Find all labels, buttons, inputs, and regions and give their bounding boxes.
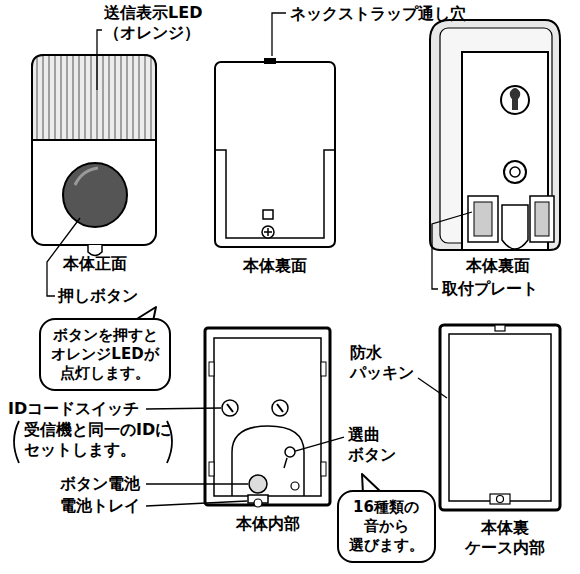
front-view: [32, 55, 156, 256]
drawing-part: [209, 462, 214, 476]
drawing-part: [75, 168, 98, 185]
callout-bubble: 16種類の 音から 選びます。: [337, 490, 436, 563]
drawing-part: [146, 501, 247, 506]
drawing-part: [530, 196, 554, 242]
plate-view: [430, 20, 560, 250]
drawing-part: [502, 205, 528, 249]
drawing-part: [227, 404, 233, 412]
part-label: 本体裏面: [465, 256, 531, 276]
part-label: 押しボタン: [58, 286, 140, 306]
drawing-part: [504, 161, 526, 183]
part-label: IDコードスイッチ: [8, 399, 142, 419]
drawing-part: [14, 421, 19, 463]
drawing-part: [321, 462, 326, 476]
part-label: 本体内部: [235, 514, 301, 534]
drawing-part: [468, 196, 498, 242]
part-label: 取付プレート: [442, 279, 540, 299]
drawing-part: [215, 150, 335, 238]
drawing-part: [495, 325, 505, 331]
drawing-part: [264, 58, 276, 64]
drawing-part: [285, 447, 295, 457]
drawing-part: [462, 52, 548, 250]
drawing-part: [510, 88, 521, 110]
drawing-part: [272, 400, 288, 416]
drawing-part: [262, 226, 274, 238]
interior-view: [205, 328, 330, 507]
drawing-part: [214, 338, 321, 496]
case-view: [440, 325, 560, 510]
leader-lines: [14, 13, 472, 506]
drawing-part: [205, 328, 330, 505]
part-label: 送信表示LED （オレンジ）: [104, 3, 205, 42]
part-label: 受信機と同一のIDに セットします。: [24, 420, 174, 459]
drawing-part: [97, 30, 102, 90]
drawing-part: [209, 362, 214, 376]
back-view: [215, 58, 335, 247]
drawing-part: [272, 13, 286, 56]
drawing-part: [32, 55, 156, 245]
part-label: 本体裏 ケース内部: [464, 518, 546, 557]
drawing-part: [264, 228, 272, 236]
drawing-part: [232, 426, 304, 496]
drawing-part: [291, 482, 299, 490]
drawing-part: [254, 499, 262, 507]
drawing-part: [510, 167, 520, 177]
part-label: 本体正面: [62, 254, 128, 274]
drawing-part: [277, 404, 283, 412]
part-label: 本体裏面: [242, 256, 308, 276]
callout-bubble: ボタンを押すと オレンジLEDが 点灯します。: [39, 318, 171, 391]
drawing-part: [146, 483, 248, 484]
callout-text: ボタンを押すと オレンジLEDが 点灯します。: [50, 326, 160, 383]
drawing-part: [497, 496, 504, 503]
drawing-part: [432, 212, 472, 289]
drawing-part: [474, 202, 492, 236]
drawing-part: [440, 325, 560, 510]
drawing-part: [418, 378, 447, 398]
drawing-part: [535, 202, 549, 236]
part-label: 防水 パッキン: [350, 343, 416, 382]
drawing-part: [215, 62, 335, 247]
callout-text: 16種類の 音から 選びます。: [348, 498, 425, 555]
drawing-part: [490, 494, 510, 504]
drawing-part: [146, 408, 221, 409]
drawing-part: [295, 437, 344, 451]
drawing-part: [249, 475, 267, 493]
drawing-part: [88, 245, 102, 256]
drawing-part: [430, 20, 560, 250]
drawing-part: [449, 334, 551, 501]
drawing-part: [63, 163, 127, 227]
drawing-part: [501, 86, 529, 114]
drawing-part: [222, 400, 238, 416]
drawing-part: [284, 458, 287, 468]
part-label: 電池トレイ: [60, 496, 142, 516]
drawing-part: [32, 55, 156, 140]
drawing-part: [321, 362, 326, 376]
drawing-part: [263, 210, 273, 219]
part-label: 選曲 ボタン: [348, 425, 398, 464]
part-label: ネックストラップ通し穴: [290, 4, 468, 24]
part-label: ボタン電池: [60, 474, 142, 494]
